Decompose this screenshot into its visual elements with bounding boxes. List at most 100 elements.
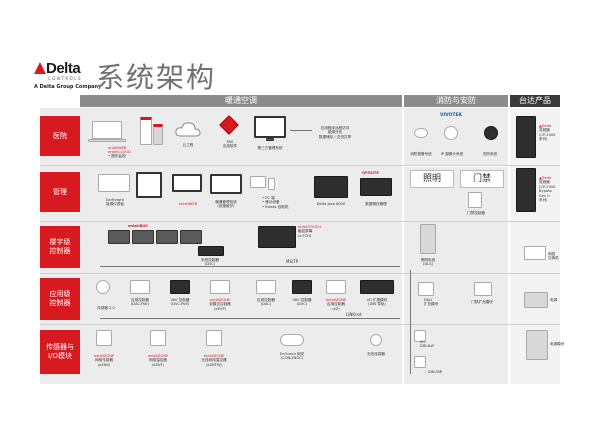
sensor-label: 传感器 2.0 (97, 306, 115, 310)
building-icon (140, 117, 152, 145)
laptop-base (88, 139, 126, 142)
ms-tp-label: MS/TP (286, 259, 299, 264)
dac-label: 应用控制器(DAC) (257, 298, 275, 307)
row-label-management: 管理 (40, 172, 80, 212)
optimizer-label: 暖通管理系统(设施维护) (215, 200, 237, 209)
power-supply-icon (526, 330, 548, 360)
logo-word: Delta (46, 60, 81, 77)
wireless-sensor-icon (370, 334, 382, 346)
din-module-icon (360, 280, 394, 294)
row-divider (40, 221, 560, 222)
dali-module-icon (418, 282, 434, 296)
third-party-label: 第三方管理系统 (257, 146, 283, 150)
linknet-label: LINKnet (346, 312, 362, 317)
logo-sub: CONTROLS (48, 76, 83, 81)
touch-screen-icon (258, 226, 296, 248)
ezns-icon (96, 330, 112, 346)
door-controller-icon (468, 192, 482, 208)
dome-camera-icon (484, 126, 498, 140)
logo-group: A Delta Group Company (34, 84, 102, 90)
switch-label: 网络交换机 (548, 252, 559, 261)
dvc-icon (292, 280, 312, 294)
ups-icon (524, 292, 548, 308)
bypass-drive-icon (516, 168, 536, 212)
row-divider (40, 324, 560, 325)
data-storage-icon (360, 178, 392, 196)
dls-label: 照明系统(DLS) (420, 258, 436, 267)
dsc-module (156, 230, 178, 244)
row-divider (40, 165, 560, 166)
dvc-label: VAV 控制器(DVC) (292, 298, 312, 307)
psu-label: 电源模块 (550, 342, 565, 346)
monitor-icon (254, 116, 286, 138)
din-io-icon (414, 330, 426, 342)
cloud-label: 云工程 (182, 143, 194, 147)
building-icon (153, 124, 163, 145)
lighting-access-panel (404, 167, 508, 384)
dac-poe-label: 应用控制器(DAC-PoE) (130, 298, 150, 307)
eznt-icon (150, 330, 166, 346)
din-smi-icon (414, 356, 426, 368)
linknet-bus (100, 318, 400, 319)
sensor-icon (96, 280, 110, 294)
pc-list-label: • PC 端• 移动设备• Kiosks 自助机 (262, 196, 289, 209)
door-control-label: 门禁控制器 (467, 211, 485, 215)
fire-alarm-label: 消防报警系统 (410, 152, 432, 156)
row-label-building-controller: 楼宇级 控制器 (40, 226, 80, 268)
vav-poe-label: VAV 控制器(DVC-PoE) (170, 298, 190, 307)
enocean-label: EnOcean 网关(CON-ENOC) (279, 352, 305, 361)
security-label: 安防系统 (482, 152, 498, 156)
header-access: 门禁 (460, 170, 504, 188)
cloud-icon (175, 122, 201, 137)
delta-logo: Delta CONTROLS A Delta Group Company (34, 60, 101, 90)
access-exp-icon (474, 282, 492, 296)
smoke-detector-icon (414, 128, 428, 138)
header-lighting: 照明 (410, 170, 454, 188)
data-storage-label: 数据储存管理 (365, 202, 387, 206)
access-exp-label: 门禁扩充模块 (471, 300, 493, 304)
earthright-screen (98, 174, 130, 192)
din-module-label: I/O 扩展模块(DIN 导轨) (366, 298, 388, 307)
ez-icon (326, 280, 346, 294)
monitor-stand (266, 138, 274, 141)
enteliweb-label: enteliWEB (178, 202, 198, 206)
row-label-app-controller: 应用级 控制器 (40, 278, 80, 320)
enocean-gateway-icon (280, 334, 304, 346)
web-label-2: enteliCLOUD (108, 150, 131, 154)
web-label-1: enteliWEB (108, 146, 127, 150)
lighting-bus (410, 270, 411, 374)
jace-controller-icon (314, 176, 348, 198)
offsite-label: OFFSITE (362, 171, 379, 175)
vfd-drive-icon (516, 116, 536, 158)
vivotek-logo: VIVOTEK (440, 113, 463, 118)
dsc-label: 系统控制器(DSC) (201, 258, 219, 267)
row-label-hospital: 医院 (40, 116, 80, 156)
dsc-module (132, 230, 154, 244)
mobile-label: 应用程序远程访问能源分析数据储存 / 交流共享 (318, 126, 352, 139)
row-divider (40, 273, 560, 274)
ip-camera-icon (444, 126, 458, 140)
wireless-sensor-label: 无线传感器 (367, 352, 385, 356)
laptop-screen (92, 121, 122, 139)
pc-icon (250, 176, 266, 188)
tablet-icon (136, 172, 162, 198)
header-security: 消防与安防 (404, 95, 508, 107)
entelibus-label: enteliBUS (128, 224, 148, 228)
ip-camera-label: IP 摄像头系统 (440, 152, 464, 156)
network-switch-icon (524, 246, 546, 260)
ezvp-icon (210, 280, 230, 294)
dac-poe-icon (130, 280, 150, 294)
phone-icon (268, 178, 275, 190)
header-delta-products: 台达产品 (510, 95, 560, 107)
vav-poe-icon (170, 280, 190, 294)
